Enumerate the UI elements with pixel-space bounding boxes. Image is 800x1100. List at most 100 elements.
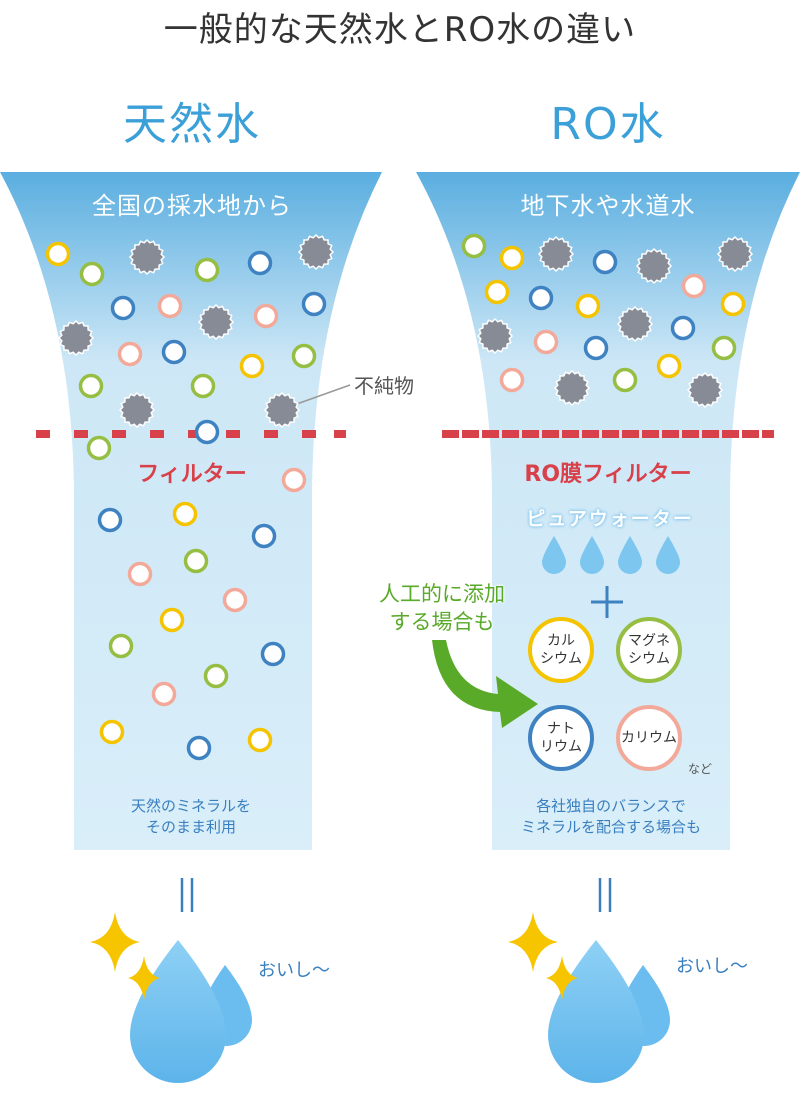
mineral-ring-icon <box>172 501 198 527</box>
mineral-ring-icon <box>583 335 609 361</box>
pure-water-label: ピュアウォーター <box>526 508 694 530</box>
etc-label: など <box>688 762 713 776</box>
impurity-particle-icon <box>118 391 156 429</box>
mineral-label: ナト <box>547 721 575 737</box>
mineral-label: マグネ <box>628 633 670 649</box>
mineral-ring-icon <box>186 735 212 761</box>
mineral-ring-icon <box>190 373 216 399</box>
impurity-particle-icon <box>716 235 754 273</box>
mineral-calcium: カルシウム <box>528 617 594 683</box>
mineral-ring-icon <box>110 295 136 321</box>
mineral-ring-icon <box>291 343 317 369</box>
mineral-ring-icon <box>222 587 248 613</box>
mineral-ring-icon <box>194 419 220 445</box>
mineral-ring-icon <box>183 548 209 574</box>
impurity-particle-icon <box>553 369 591 407</box>
sparkle-icon <box>508 912 558 972</box>
bottom-text-line: 天然のミネラルを <box>130 797 251 815</box>
mineral-ring-icon <box>108 633 134 659</box>
mineral-ring-icon <box>45 241 71 267</box>
mineral-label: シウム <box>540 651 582 667</box>
mineral-ring-icon <box>239 353 265 379</box>
mineral-ring-icon <box>656 353 682 379</box>
right-filter-line <box>442 430 774 438</box>
left-tagline: おいし〜 <box>258 960 330 981</box>
callout-line: 人工的に添加 <box>379 582 505 606</box>
mineral-ring-icon <box>301 291 327 317</box>
bottom-text-line: 各社独自のバランスで <box>536 797 686 815</box>
mineral-ring-icon <box>79 261 105 287</box>
right-bottom-text: 各社独自のバランスで ミネラルを配合する場合も <box>451 796 771 838</box>
impurity-particle-icon <box>57 319 95 357</box>
right-oishi-drops <box>508 912 670 1083</box>
mineral-ring-icon <box>97 507 123 533</box>
mineral-label: リウム <box>540 739 582 755</box>
impurity-particle-icon <box>197 303 235 341</box>
left-filter-label: フィルター <box>137 462 247 487</box>
water-drop-icon <box>542 536 566 574</box>
impurity-particle-icon <box>263 391 301 429</box>
mineral-ring-icon <box>720 291 746 317</box>
mineral-ring-icon <box>86 435 112 461</box>
mineral-ring-icon <box>612 367 638 393</box>
mineral-magnesium: マグネシウム <box>616 617 682 683</box>
mineral-label: カリウム <box>621 730 677 746</box>
mineral-ring-icon <box>159 607 185 633</box>
mineral-ring-icon <box>499 367 525 393</box>
mineral-ring-icon <box>78 373 104 399</box>
mineral-ring-icon <box>260 641 286 667</box>
mineral-ring-icon <box>161 339 187 365</box>
mineral-ring-icon <box>281 467 307 493</box>
mineral-ring-icon <box>575 293 601 319</box>
mineral-ring-icon <box>247 250 273 276</box>
mineral-ring-icon <box>157 293 183 319</box>
impurity-particle-icon <box>635 247 673 285</box>
right-band-text: 地下水や水道水 <box>520 192 696 220</box>
mineral-label: シウム <box>628 651 670 667</box>
impurity-particle-icon <box>686 371 724 409</box>
left-band-text: 全国の採水地から <box>92 192 292 220</box>
bottom-text-line: そのまま利用 <box>145 818 236 836</box>
mineral-ring-icon <box>251 523 277 549</box>
left-equals-sign <box>180 878 194 912</box>
water-drop-icon <box>656 536 680 574</box>
page-title: 一般的な天然水とRO水の違い <box>163 10 637 50</box>
mineral-ring-icon <box>670 315 696 341</box>
right-filter-label: RO膜フィルター <box>524 462 692 487</box>
mineral-ring-icon <box>117 341 143 367</box>
left-bottom-text: 天然のミネラルを そのまま利用 <box>31 796 351 838</box>
impurity-particle-icon <box>616 305 654 343</box>
left-column-title: 天然水 <box>123 99 261 150</box>
mineral-ring-icon <box>247 727 273 753</box>
right-cup-shape <box>416 172 800 850</box>
impurity-particle-icon <box>537 235 575 273</box>
artificial-addition-callout: 人工的に添加 する場合も <box>362 580 522 636</box>
mineral-ring-icon <box>203 663 229 689</box>
sparkle-icon <box>546 956 578 1000</box>
mineral-ring-icon <box>711 335 737 361</box>
impurity-particle-icon <box>297 233 335 271</box>
mineral-ring-icon <box>151 681 177 707</box>
sparkle-icon <box>90 912 140 972</box>
callout-line: する場合も <box>389 610 495 634</box>
mineral-sodium: ナトリウム <box>528 705 594 771</box>
mineral-ring-icon <box>253 303 279 329</box>
mineral-ring-icon <box>127 561 153 587</box>
mineral-label: カル <box>547 633 575 649</box>
mineral-ring-icon <box>528 285 554 311</box>
right-column-title: RO水 <box>550 99 666 150</box>
left-oishi-drops <box>90 912 252 1083</box>
sparkle-icon <box>128 956 160 1000</box>
water-drop-icon <box>618 536 642 574</box>
right-tagline: おいし〜 <box>676 956 748 977</box>
impurity-label: 不純物 <box>354 374 414 398</box>
mineral-ring-icon <box>484 279 510 305</box>
mineral-potassium: カリウム <box>616 705 682 771</box>
mineral-ring-icon <box>592 249 618 275</box>
mineral-ring-icon <box>99 719 125 745</box>
curved-arrow-icon <box>432 640 538 728</box>
right-equals-sign <box>598 878 612 912</box>
mineral-ring-icon <box>461 233 487 259</box>
particles <box>45 233 754 761</box>
